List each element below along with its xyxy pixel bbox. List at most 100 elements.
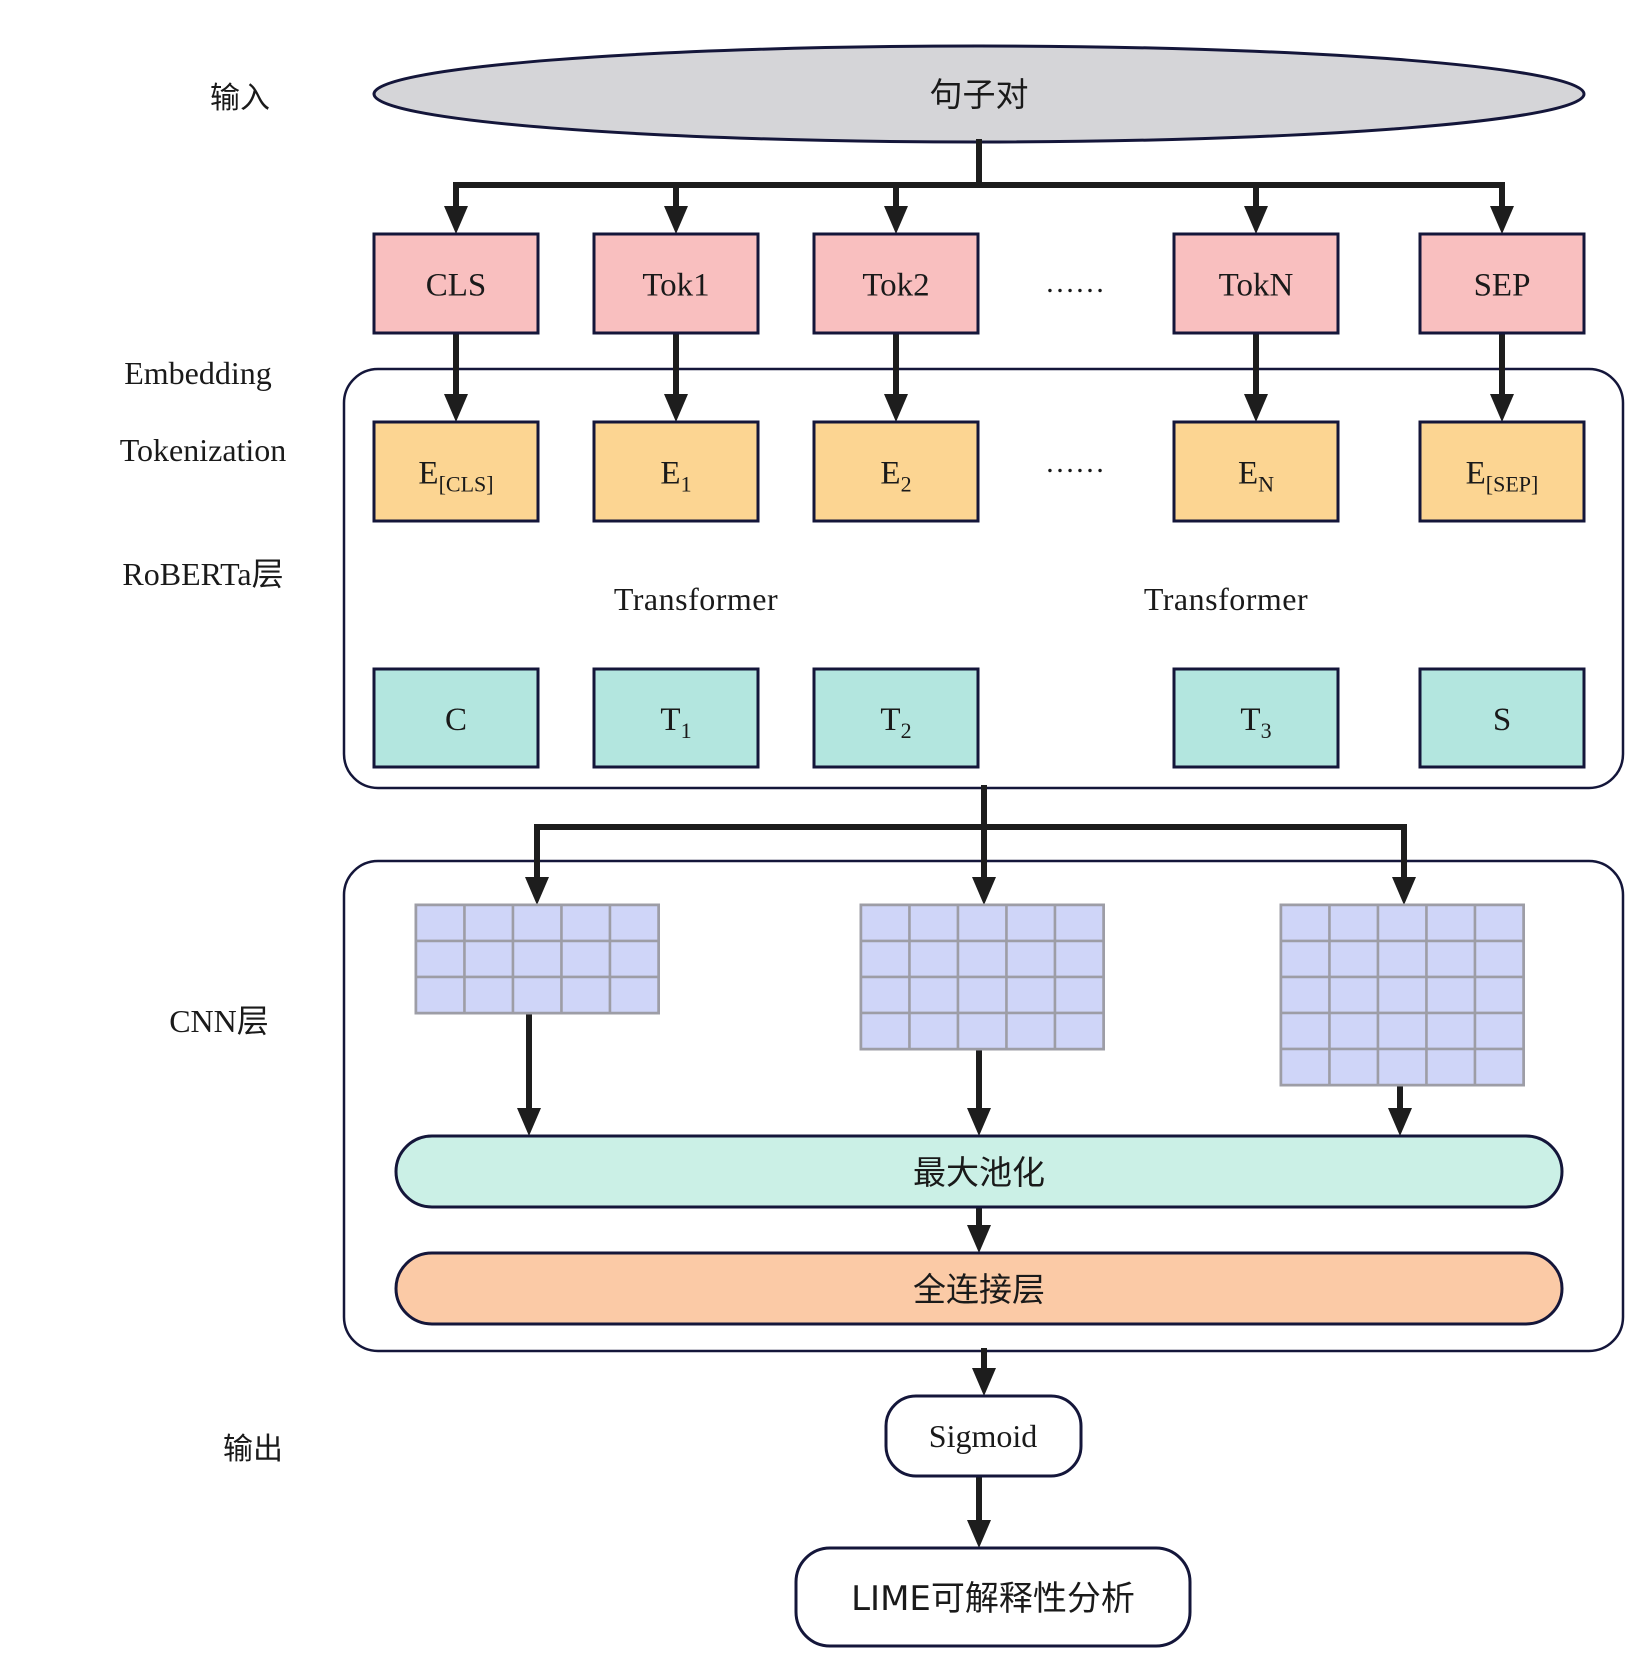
label-cnn-layer: CNN层 [169,1003,269,1039]
feature-map-cell [608,939,660,979]
output-vector-label: T1 [660,702,691,743]
label-embedding: Embedding [124,355,272,391]
fully-connected-pill [394,1251,1564,1326]
token-3: TokN [1172,232,1340,335]
lime-node: LIME可解释性分析 [794,1546,1192,1648]
fc-arrow-head [967,1225,991,1253]
feature-map-cell [1328,975,1380,1015]
max-pool-pill [394,1134,1564,1209]
embedding-base: E [1466,456,1486,492]
token-box [1172,232,1340,335]
lime-box [794,1546,1192,1648]
feature-map-2 [1279,903,1525,1087]
feature-map-cell [560,903,612,943]
output-vector-3: T3 [1172,667,1340,769]
feature-map-cell [414,903,466,943]
output-vector-base: T [880,702,900,738]
feature-map-cell [414,939,466,979]
input-node: 句子对 [372,44,1586,144]
max-pool-node: 最大池化 [394,1134,1564,1209]
output-vector-label: C [445,702,467,738]
embedding-base: E [1238,456,1258,492]
feature-map-cell [1053,1011,1105,1051]
embedding-3: EN [1172,420,1340,523]
feature-map-cell [608,975,660,1015]
label-output: 输出 [223,1432,283,1467]
feature-map-cell [1279,975,1331,1015]
token-arrow-4-head [1490,206,1514,234]
token-box [812,232,980,335]
feature-map-cell [956,903,1008,943]
feature-map-cell [1053,903,1105,943]
feature-map-cell [1005,1011,1057,1051]
feature-map-cell [1328,903,1380,943]
fully-connected-node: 全连接层 [394,1251,1564,1326]
transformer-label-right: Transformer [1144,581,1308,617]
token-box [1418,232,1586,335]
sigmoid-label: Sigmoid [929,1418,1037,1454]
maxpool-arrow-0-head [517,1108,541,1136]
embedding-1: E1 [592,420,760,523]
embedding-subscript: [CLS] [439,472,494,497]
output-vector-label: T2 [880,702,911,743]
output-row: C T1 T2 T3 S [372,667,1586,769]
embedding-arrow-2-head [884,394,908,422]
feature-map-cell [1376,1011,1428,1051]
feature-map-cell [1279,939,1331,979]
feature-map-cell [908,1011,960,1051]
output-vector-box [812,667,980,769]
embedding-box [592,420,760,523]
feature-map-cell [1473,939,1525,979]
feature-map-cell [1279,1011,1331,1051]
fully-connected-label: 全连接层 [913,1270,1045,1309]
token-label: Tok1 [642,268,709,304]
lime-arrow-head [967,1520,991,1548]
feature-map-cell [956,975,1008,1015]
feature-map-1 [859,903,1105,1051]
output-vector-0: C [372,667,540,769]
feature-maps [414,903,1525,1087]
output-vector-box [592,667,760,769]
feature-map-cell [1328,1047,1380,1087]
output-vector-label: S [1493,702,1511,738]
feature-map-cell [859,975,911,1015]
feature-map-cell [1376,939,1428,979]
token-label: CLS [426,268,487,304]
feature-map-cell [463,975,515,1015]
token-1: Tok1 [592,232,760,335]
embedding-0: E[CLS] [372,420,540,523]
feature-map-cell [1425,903,1477,943]
embedding-base: E [418,456,438,492]
feature-map-arrow-1-head [972,877,996,905]
feature-map-cell [908,939,960,979]
embedding-subscript: 1 [681,472,692,497]
feature-map-arrow-0-head [525,877,549,905]
feature-map-cell [1425,939,1477,979]
output-vector-4: S [1418,667,1586,769]
embedding-base: E [660,456,680,492]
output-vector-2: T2 [812,667,980,769]
output-vector-1: T1 [592,667,760,769]
output-vector-base: C [445,702,467,738]
output-vector-label: T3 [1240,702,1271,743]
embedding-box [1172,420,1340,523]
feature-map-0 [414,903,660,1015]
feature-map-cell [1425,1011,1477,1051]
sigmoid-arrow-head [972,1368,996,1396]
feature-map-cell [1005,975,1057,1015]
feature-map-cell [560,939,612,979]
embedding-4: E[SEP] [1418,420,1586,523]
feature-map-cell [463,939,515,979]
embedding-box [1418,420,1586,523]
feature-map-cell [463,903,515,943]
embedding-label: E1 [660,456,691,497]
feature-map-cell [1376,975,1428,1015]
connectors [444,139,1514,1548]
embedding-box [812,420,980,523]
feature-map-cell [1328,1011,1380,1051]
feature-map-cell [1473,1011,1525,1051]
feature-map-cell [1473,1047,1525,1087]
feature-map-cell [1005,903,1057,943]
token-arrow-2-head [884,206,908,234]
